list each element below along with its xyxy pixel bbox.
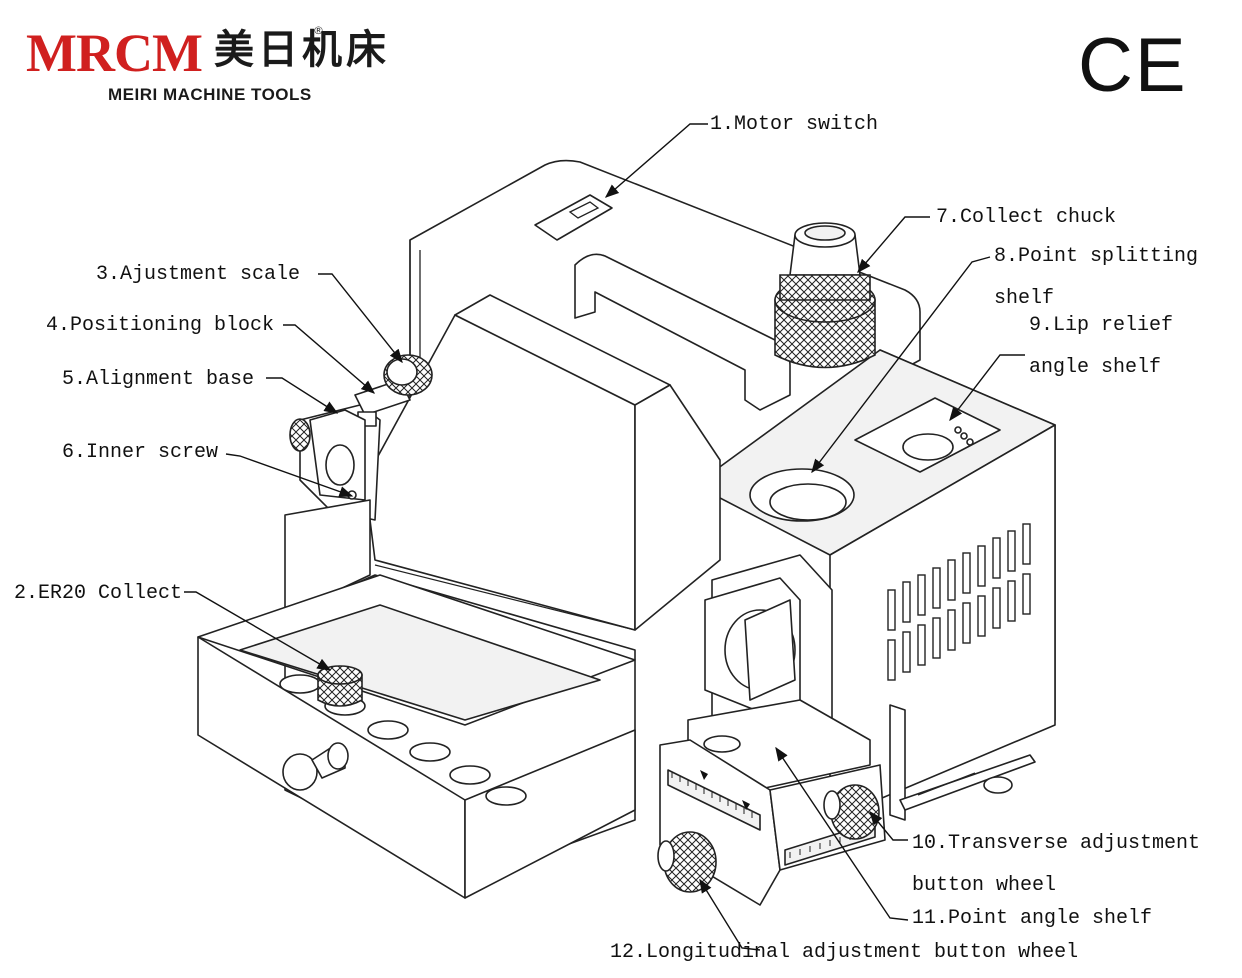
drawer (197, 574, 636, 899)
label-inner-screw: 6.Inner screw (62, 441, 219, 464)
registered-mark: ® (313, 24, 324, 37)
point-angle-shelf (687, 554, 871, 789)
ce-mark: CE (1078, 23, 1188, 108)
drawer-knob (282, 753, 318, 791)
brand-logo-english: MEIRI MACHINE TOOLS (108, 85, 312, 104)
label-positioning-block: 4.Positioning block (46, 314, 275, 337)
label-point-splitting-shelf-line2: shelf (994, 287, 1055, 310)
label-collect-chuck: 7.Collect chuck (936, 206, 1117, 229)
brand-logo-chinese: 美日机床 (214, 27, 390, 73)
label-motor-switch: 1.Motor switch (710, 113, 879, 136)
transverse-knob (823, 784, 880, 840)
longitudinal-knob (657, 831, 717, 893)
label-lip-relief-line1: 9.Lip relief (1029, 314, 1174, 337)
label-transverse-adjustment-line2: button wheel (912, 874, 1057, 897)
label-longitudinal-adjustment: 12.Longitudinal adjustment button wheel (610, 941, 1079, 964)
label-lip-relief-line2: angle shelf (1029, 356, 1162, 379)
vent-slots (887, 523, 1031, 681)
label-point-angle-shelf: 11.Point angle shelf (912, 907, 1153, 930)
leader-lines (184, 123, 1025, 951)
label-adjustment-scale: 3.Ajustment scale (96, 263, 301, 286)
motor-switch (534, 194, 613, 241)
label-transverse-adjustment-line1: 10.Transverse adjustment (912, 832, 1201, 855)
brand-logo-mark: MRCM (26, 23, 203, 83)
label-point-splitting-shelf-line1: 8.Point splitting (994, 245, 1199, 268)
label-alignment-base: 5.Alignment base (62, 368, 255, 391)
collect-chuck (774, 222, 876, 369)
label-er20-collect: 2.ER20 Collect (14, 582, 183, 605)
